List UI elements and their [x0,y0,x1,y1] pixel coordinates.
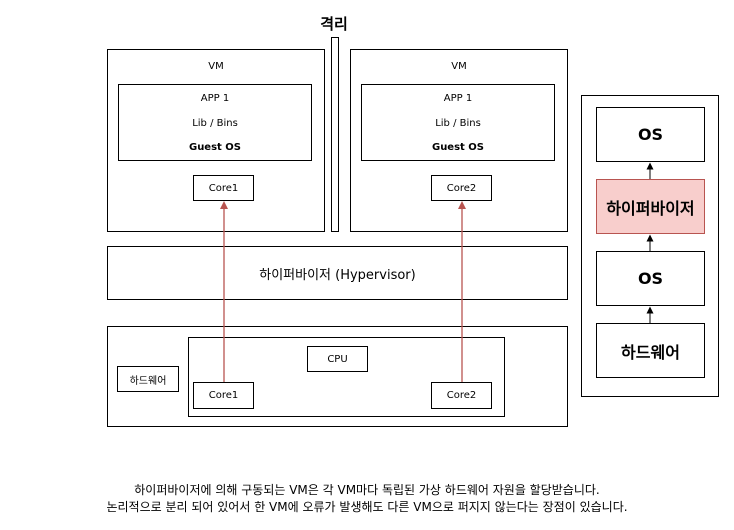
isolation-wall [331,37,339,232]
cpu-label: CPU [307,346,368,372]
vm2-guest-os-label: Guest OS [431,142,485,153]
caption-line-1: 하이퍼바이저에 의해 구동되는 VM은 각 VM마다 독립된 가상 하드웨어 자… [134,483,600,497]
vm1-app-label: APP 1 [200,93,230,104]
physical-core2: Core2 [431,382,492,409]
stack-os-top: OS [596,107,705,162]
stack-hypervisor: 하이퍼바이저 [596,179,705,234]
physical-core1: Core1 [193,382,254,409]
caption-line-2: 논리적으로 분리 되어 있어서 한 VM에 오류가 발생해도 다른 VM으로 퍼… [106,500,628,514]
isolation-label: 격리 [320,15,348,33]
vm2-title: VM [451,61,467,72]
vm2-lib-label: Lib / Bins [435,118,481,129]
vm1-guest-stack [118,84,312,161]
vm2-app-label: APP 1 [443,93,473,104]
hypervisor-layer: 하이퍼바이저 (Hypervisor) [107,246,568,300]
vm1-lib-label: Lib / Bins [192,118,238,129]
vm2-guest-stack [361,84,555,161]
stack-hardware: 하드웨어 [596,323,705,378]
vm1-guest-os-label: Guest OS [188,142,242,153]
hardware-label: 하드웨어 [117,366,179,392]
vm2-virtual-core: Core2 [431,175,492,201]
vm1-title: VM [208,61,224,72]
vm1-virtual-core: Core1 [193,175,254,201]
stack-os-bottom: OS [596,251,705,306]
